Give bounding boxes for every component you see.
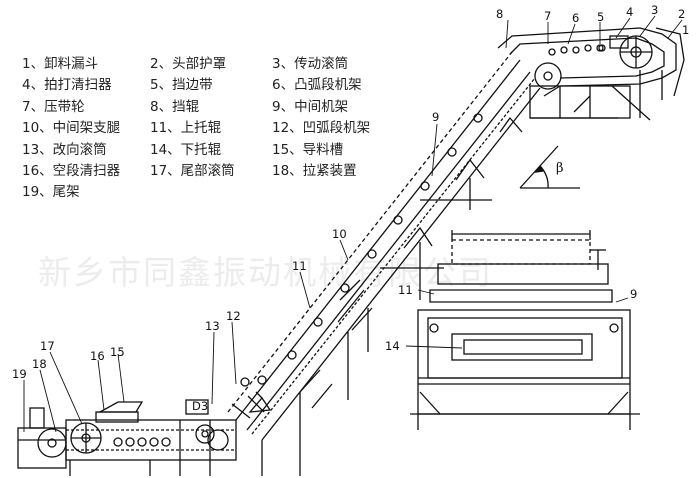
- legend-item-discharge-hopper: 1、卸料漏斗: [22, 56, 99, 72]
- callout-label: 8: [496, 7, 503, 21]
- upper-idler-section: [429, 289, 613, 303]
- legend-item-empty-cleaner: 16、空段清扫器: [22, 163, 121, 180]
- legend-item-convex-frame: 6、凸弧段机架: [272, 77, 362, 94]
- callout-label: 2: [678, 7, 685, 21]
- legend-row: 4、拍打清扫器 5、挡边带 6、凸弧段机架: [22, 75, 412, 96]
- legend-item-head-cover: 2、头部护罩: [150, 56, 227, 72]
- callout-label: 17: [40, 339, 55, 353]
- callout-label: 6: [572, 11, 579, 25]
- callout-label: 10: [332, 227, 347, 241]
- callout-leaders: [23, 15, 683, 433]
- callout-label: 3: [651, 3, 658, 17]
- bend-pulley: [195, 424, 215, 444]
- tail-section: [17, 399, 237, 476]
- legend-row: 13、改向滚筒 14、下托辊 15、导料槽: [22, 140, 412, 161]
- callout-label: 13: [205, 319, 220, 333]
- callout-label: 11: [398, 283, 413, 297]
- callout-label: 4: [626, 5, 633, 19]
- legend-item-press-wheel: 7、压带轮: [22, 98, 85, 115]
- angle-label: β: [556, 161, 564, 176]
- legend-item-tail-frame: 19、尾架: [22, 184, 80, 201]
- lower-idler-section: [451, 333, 593, 361]
- legend-item-tail-pulley: 17、尾部滚筒: [150, 163, 235, 180]
- callout-label: 18: [32, 357, 47, 371]
- legend-item-take-up: 18、拉紧装置: [272, 163, 357, 180]
- watermark: 新乡市同鑫振动机械有限公司: [38, 253, 493, 292]
- callout-label: 7: [544, 9, 551, 23]
- callout-label: 15: [110, 345, 125, 359]
- callout-label: 16: [90, 349, 105, 363]
- legend-item-guide-chute: 15、导料槽: [272, 141, 344, 158]
- callout-label: 1: [682, 23, 689, 37]
- take-up-pulley: [37, 428, 67, 458]
- legend-item-stop-roller: 8、挡辊: [150, 98, 200, 115]
- convex-section-pulley: [534, 62, 562, 90]
- callout-label: 9: [432, 110, 439, 124]
- cross-section-view: [410, 230, 640, 430]
- head-section: [497, 27, 685, 121]
- callout-label: 12: [226, 309, 241, 323]
- beater-cleaner: [609, 35, 629, 49]
- head-cover: [655, 27, 685, 97]
- legend-item-sidewall-belt: 5、挡边带: [150, 77, 213, 94]
- parts-legend: 1、卸料漏斗 2、头部护罩 3、传动滚筒 4、拍打清扫器 5、挡边带 6、凸弧段…: [22, 54, 412, 204]
- legend-item-middle-frame: 9、中间机架: [272, 98, 349, 115]
- legend-item-drive-pulley: 3、传动滚筒: [272, 56, 349, 72]
- callout-label: 19: [12, 367, 27, 381]
- legend-item-bend-pulley: 13、改向滚筒: [22, 141, 107, 158]
- incline-section: [227, 51, 541, 476]
- legend-item-upper-idler: 11、上托辊: [150, 120, 222, 137]
- pulley-diameter-label: D3: [192, 399, 208, 413]
- callout-label: 9: [630, 287, 637, 301]
- incline-angle-indicator: [519, 145, 580, 189]
- legend-row: 7、压带轮 8、挡辊 9、中间机架: [22, 97, 412, 118]
- legend-row: 19、尾架: [22, 182, 412, 203]
- callout-label: 5: [597, 10, 604, 24]
- callout-label: 14: [385, 339, 400, 353]
- feed-hopper: [97, 401, 144, 413]
- legend-item-middle-leg: 10、中间架支腿: [22, 120, 121, 137]
- legend-row: 16、空段清扫器 17、尾部滚筒 18、拉紧装置: [22, 161, 412, 182]
- callout-label: 11: [292, 259, 307, 273]
- legend-item-beater-cleaner: 4、拍打清扫器: [22, 77, 112, 94]
- legend-item-concave-frame: 12、凹弧段机架: [272, 120, 371, 137]
- legend-row: 10、中间架支腿 11、上托辊 12、凹弧段机架: [22, 118, 412, 139]
- legend-item-lower-idler: 14、下托辊: [150, 141, 222, 158]
- legend-row: 1、卸料漏斗 2、头部护罩 3、传动滚筒: [22, 54, 412, 75]
